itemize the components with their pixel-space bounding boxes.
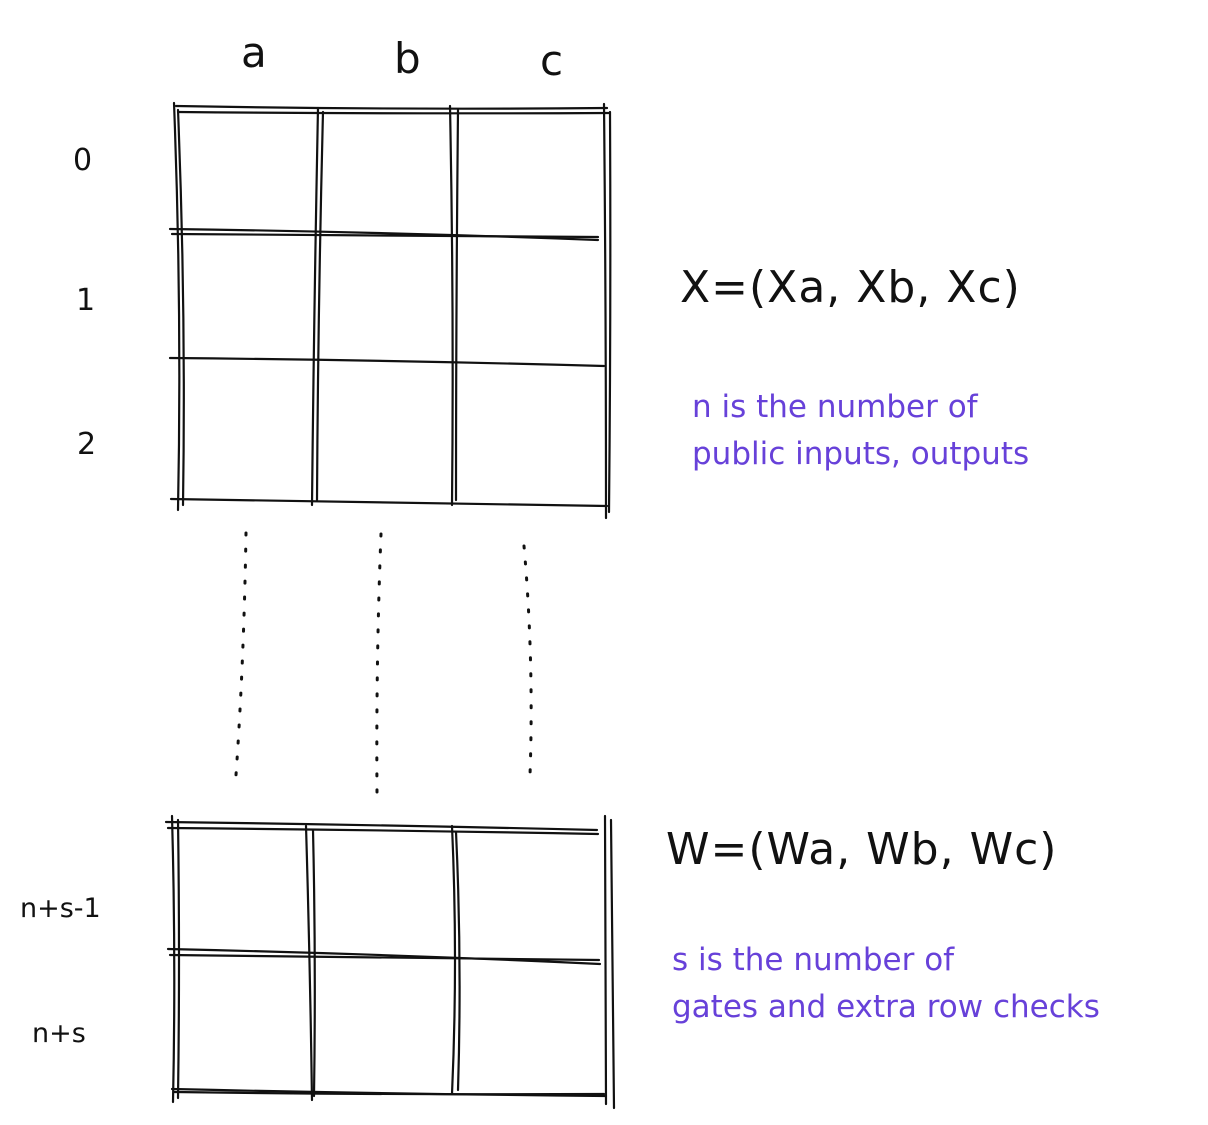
witness-note-line2: gates and extra row checks	[672, 989, 1100, 1025]
bottom-grid-line	[311, 828, 316, 1098]
dotted-line-c	[522, 544, 533, 777]
bottom-grid-line	[304, 824, 314, 1102]
top-grid-line	[168, 227, 600, 242]
bottom-grid-line	[176, 818, 181, 1100]
bottom-grid-line	[166, 947, 602, 966]
column-label-b: b	[394, 34, 421, 83]
public-note-line2: public inputs, outputs	[692, 436, 1030, 472]
bottom-grid-line	[454, 830, 461, 1092]
column-label-a: a	[241, 28, 267, 77]
dotted-line-b	[375, 532, 383, 794]
public-formula: X=(Xa, Xb, Xc)	[680, 262, 1021, 313]
top-grid-line	[607, 110, 612, 514]
bottom-grid-line	[609, 818, 616, 1110]
bottom-grid-line	[166, 826, 600, 836]
top-grid-line	[172, 101, 181, 512]
top-grid-line	[315, 110, 325, 502]
row-label-1: 1	[76, 283, 96, 318]
bottom-grid-line	[164, 820, 599, 832]
row-label-n-s-minus-1: n+s-1	[20, 893, 101, 924]
bottom-grid-line	[170, 814, 176, 1104]
top-grid-line	[170, 232, 600, 239]
public-note: n is the number of public inputs, output…	[692, 384, 1029, 478]
bottom-grid-line	[172, 1090, 606, 1096]
column-label-c: c	[540, 36, 564, 85]
witness-note-line1: s is the number of	[672, 942, 955, 978]
ellipsis-dots	[234, 531, 533, 794]
bottom-grid-line	[168, 953, 601, 962]
top-grid	[168, 101, 612, 520]
row-label-0: 0	[73, 143, 93, 178]
top-grid-line	[602, 102, 608, 520]
witness-note: s is the number of gates and extra row c…	[672, 937, 1100, 1031]
witness-formula: W=(Wa, Wb, Wc)	[666, 824, 1058, 875]
top-grid-line	[310, 106, 320, 507]
public-note-line1: n is the number of	[692, 389, 978, 425]
bottom-grid	[164, 814, 616, 1110]
bottom-grid-line	[603, 814, 608, 1106]
top-grid-line	[174, 104, 609, 110]
top-grid-line	[454, 108, 460, 502]
row-label-n-s: n+s	[32, 1018, 86, 1049]
row-label-2: 2	[77, 427, 97, 462]
top-grid-line	[448, 104, 454, 507]
top-grid-line	[169, 497, 609, 508]
top-grid-line	[176, 108, 185, 507]
bottom-grid-line	[450, 824, 457, 1096]
dotted-line-a	[234, 531, 248, 777]
top-grid-line	[176, 110, 611, 115]
top-grid-line	[168, 356, 606, 368]
